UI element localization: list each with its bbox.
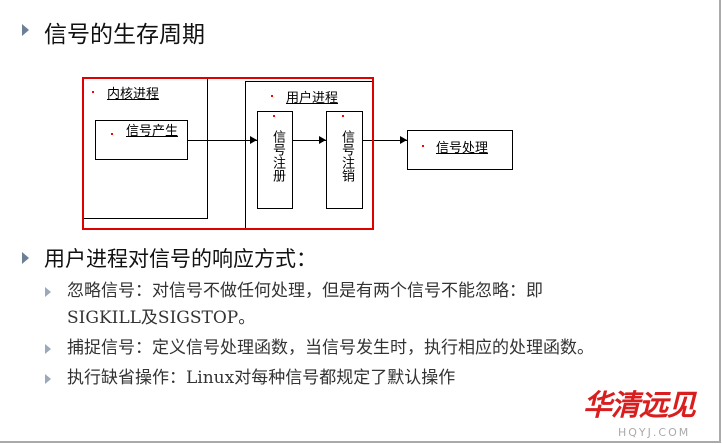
- arrow-head-icon: [400, 136, 407, 144]
- signal-handle-label: 信号处理: [436, 141, 489, 156]
- bullet-icon: [22, 24, 29, 36]
- kernel-process-label: 内核进程: [107, 87, 160, 102]
- response-heading: 用户进程对信号的响应方式：: [44, 247, 317, 271]
- response-list: 忽略信号：对信号不做任何处理，但是有两个信号不能忽略：即SIGKILL及SIGS…: [45, 278, 597, 392]
- user-process-box: [245, 81, 373, 228]
- arrow-head-icon: [250, 136, 257, 144]
- bullet-dot-icon: [422, 145, 424, 147]
- logo-sub: HQYJ.COM: [618, 426, 691, 439]
- connector-line: [362, 140, 407, 141]
- signal-register-label: 信号注册: [270, 130, 285, 182]
- slide-title: 信号的生存周期: [44, 22, 205, 48]
- red-highlight-box: [82, 77, 374, 230]
- bullet-default: 执行缺省操作：Linux对每种信号都规定了默认操作: [67, 368, 456, 388]
- bullet-dot-icon: [111, 133, 113, 135]
- bullet-dot-icon: [273, 115, 275, 117]
- bullet-icon: [22, 252, 29, 264]
- bullet-dot-icon: [342, 115, 344, 117]
- sub-bullet-icon: [45, 287, 51, 297]
- user-process-label: 用户进程: [286, 91, 339, 106]
- list-item: 执行缺省操作：Linux对每种信号都规定了默认操作: [45, 365, 597, 392]
- bullet-dot-icon: [92, 91, 94, 93]
- bullet-dot-icon: [271, 95, 273, 97]
- signal-unregister-box: 信号注销: [326, 111, 363, 209]
- signal-unregister-label: 信号注销: [339, 130, 354, 182]
- signal-generate-label: 信号产生: [126, 124, 179, 139]
- connector-line: [187, 140, 257, 141]
- bullet-ignore: 忽略信号：对信号不做任何处理，但是有两个信号不能忽略：即SIGKILL及SIGS…: [67, 281, 543, 328]
- list-item: 忽略信号：对信号不做任何处理，但是有两个信号不能忽略：即SIGKILL及SIGS…: [45, 278, 597, 332]
- signal-handle-box: 信号处理: [407, 130, 513, 170]
- logo: 华清远见: [583, 388, 696, 422]
- signal-generate-box: 信号产生: [95, 120, 188, 160]
- list-item: 捕捉信号：定义信号处理函数，当信号发生时，执行相应的处理函数。: [45, 335, 597, 362]
- sub-bullet-icon: [45, 374, 51, 384]
- bullet-catch: 捕捉信号：定义信号处理函数，当信号发生时，执行相应的处理函数。: [67, 338, 594, 358]
- signal-register-box: 信号注册: [257, 111, 293, 209]
- connector-line: [292, 140, 326, 141]
- arrow-head-icon: [319, 136, 326, 144]
- sub-bullet-icon: [45, 344, 51, 354]
